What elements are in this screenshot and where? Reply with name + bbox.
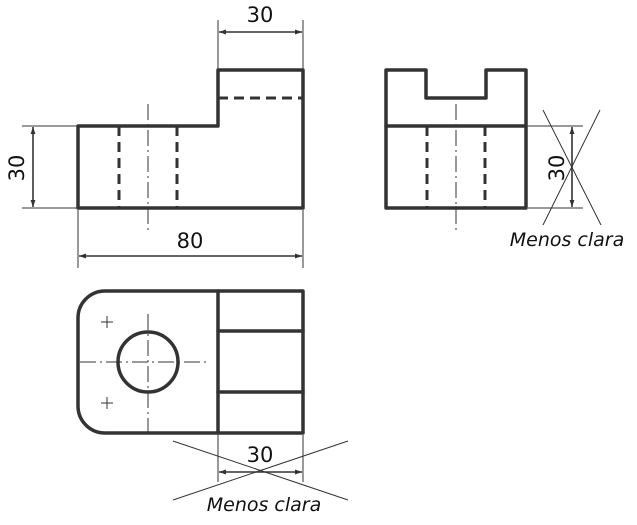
plus-mark [101, 316, 113, 328]
dim-front-top-width: 30 [247, 3, 274, 27]
front-view: 30 30 80 [5, 3, 305, 268]
front-outline [76, 68, 305, 210]
side-outline [384, 68, 528, 210]
plus-mark [101, 397, 113, 409]
top-view: 30 Menos clara [76, 289, 349, 516]
cross-out-line [542, 109, 601, 226]
side-note-label: Menos clara [510, 229, 625, 251]
top-note-label: Menos clara [207, 494, 322, 516]
cross-out-line [172, 440, 349, 501]
top-outline [76, 289, 305, 435]
dim-front-total-width: 80 [177, 229, 204, 253]
dim-front-left-height: 30 [5, 155, 29, 182]
dim-top-view-width: 30 [247, 443, 274, 467]
side-view: 30 Menos clara [384, 68, 625, 251]
dim-side-height: 30 [545, 155, 569, 182]
